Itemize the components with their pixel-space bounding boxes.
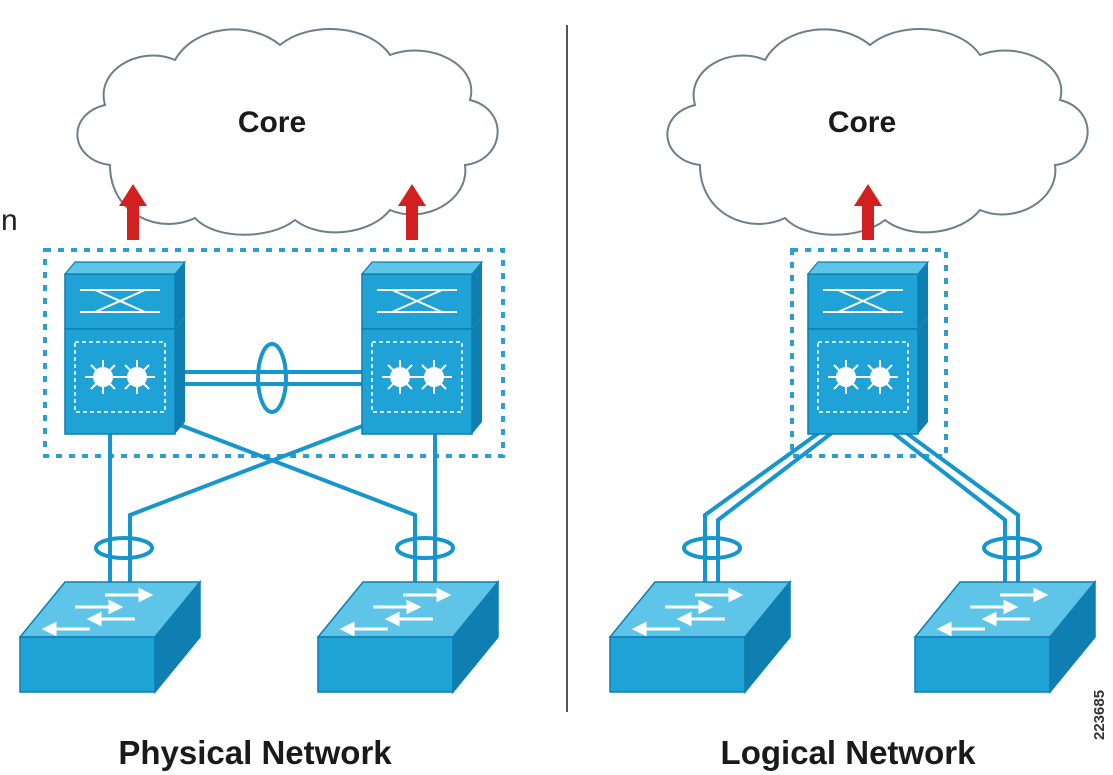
distribution-switch	[361, 261, 483, 435]
etherchannel-ring	[982, 536, 1042, 560]
etherchannel-ring	[682, 536, 742, 560]
figure-id: 223685	[1091, 690, 1108, 740]
core-cloud	[76, 28, 499, 236]
vss-boundary	[43, 248, 505, 458]
access-switch	[913, 580, 1097, 694]
etherchannel-ring	[395, 536, 455, 560]
access-switch	[316, 580, 500, 694]
vsl-bundle-ring	[256, 342, 288, 414]
vss-boundary	[790, 248, 948, 458]
access-switch	[608, 580, 792, 694]
access-switch	[18, 580, 202, 694]
uplink-cables	[703, 430, 1020, 590]
distribution-switch	[64, 261, 186, 435]
uplink-cables	[108, 370, 437, 590]
vss-switch	[807, 261, 929, 435]
core-cloud	[666, 28, 1089, 236]
logical-network-panel: Core Logical Network	[608, 28, 1097, 771]
cropped-edge-text: n	[1, 204, 18, 237]
physical-network-title: Physical Network	[118, 734, 392, 771]
core-label: Core	[238, 106, 306, 139]
physical-network-panel: Core Physical Network	[18, 28, 505, 771]
etherchannel-ring	[94, 536, 154, 560]
core-label: Core	[828, 106, 896, 139]
logical-network-title: Logical Network	[721, 734, 977, 771]
